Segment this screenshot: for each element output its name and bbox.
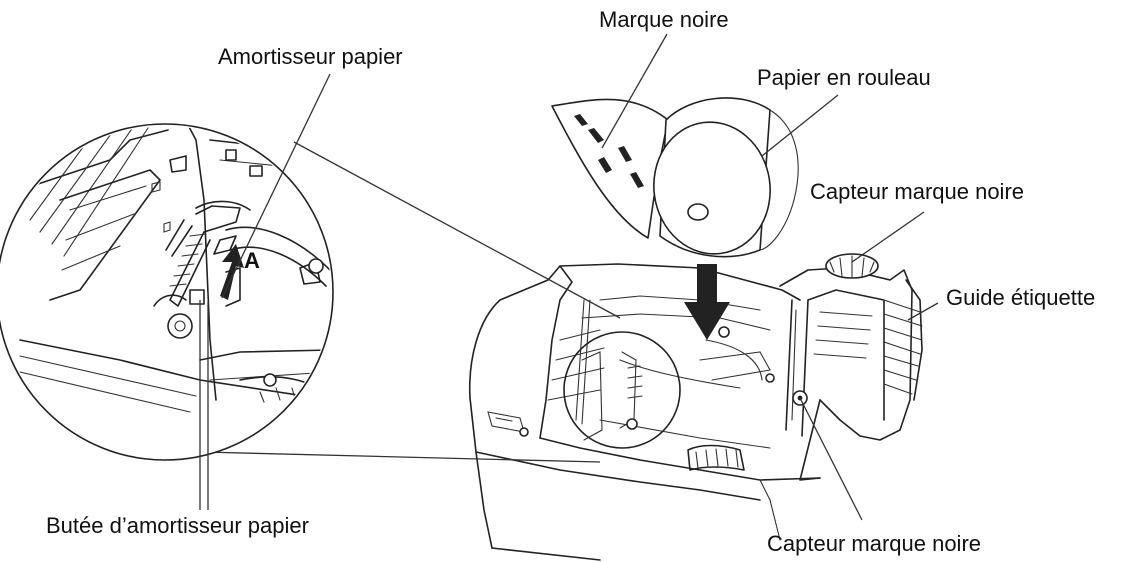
paper-roll: [551, 97, 799, 258]
zoom-connector: [201, 141, 621, 463]
printer-body: [468, 263, 821, 561]
black-mark: [588, 128, 604, 143]
black-mark: [574, 114, 588, 126]
detail-source-content: [581, 351, 643, 441]
label-label-guide: Guide étiquette: [946, 285, 1095, 310]
detail-letter-a: A: [244, 248, 260, 273]
label-black-mark-sensor-bottom: Capteur marque noire: [767, 531, 981, 556]
leader-lines: [199, 33, 939, 521]
label-paper-damper: Amortisseur papier: [218, 44, 403, 69]
black-mark: [598, 157, 612, 173]
label-black-mark: Marque noire: [599, 7, 729, 32]
arrow-a-icon: [220, 244, 244, 300]
label-paper-roll: Papier en rouleau: [757, 65, 931, 90]
magnified-detail: A: [0, 123, 334, 461]
insert-arrow-icon: [684, 264, 730, 340]
black-mark: [630, 172, 644, 188]
detail-source-circle: [563, 331, 681, 449]
printer-cover: [779, 253, 923, 481]
black-mark: [618, 146, 632, 162]
label-paper-damper-stopper: Butée d’amortisseur papier: [46, 513, 309, 538]
label-black-mark-sensor-top: Capteur marque noire: [810, 179, 1024, 204]
